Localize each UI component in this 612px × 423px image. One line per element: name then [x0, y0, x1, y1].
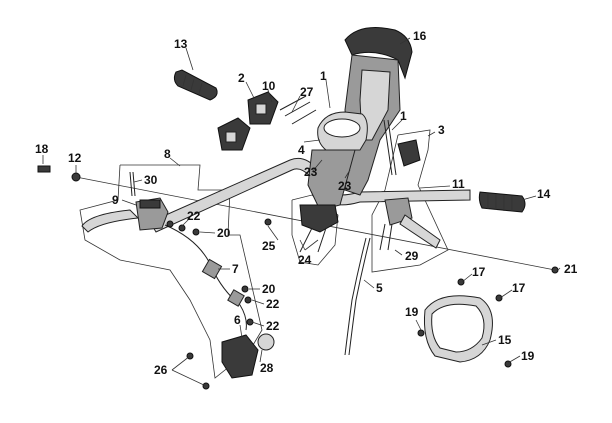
callout-15: 15: [498, 333, 512, 347]
callout-labels: 13 2 10 1 27 16 1 3 4 11 14 12 18 8 30 9…: [35, 29, 578, 377]
callout-24: 24: [298, 253, 312, 267]
meter-face-part: [323, 118, 361, 138]
callout-6: 6: [234, 313, 241, 327]
right-switch-part: [397, 139, 421, 167]
bolt-30: [129, 171, 133, 197]
callout-17a: 17: [472, 265, 486, 279]
callout-3: 3: [438, 123, 445, 137]
callout-9: 9: [112, 193, 119, 207]
callout-29: 29: [405, 249, 419, 263]
callout-23b: 23: [338, 179, 352, 193]
callout-1a: 1: [320, 69, 327, 83]
bolt-21: [551, 266, 559, 274]
switch-screw-b: [284, 101, 311, 117]
callout-7: 7: [232, 262, 239, 276]
left-group-boundary: [79, 164, 263, 379]
callout-21: 21: [564, 262, 578, 276]
left-caliper-part: [221, 334, 259, 379]
callout-11: 11: [452, 177, 465, 191]
callout-30: 30: [144, 173, 158, 187]
callout-19b: 19: [521, 349, 535, 363]
callout-5: 5: [376, 281, 383, 295]
callout-17b: 17: [512, 281, 526, 295]
bolt-25: [264, 218, 272, 226]
switch-screw-a: [279, 95, 307, 111]
bolt-12: [71, 172, 81, 182]
callout-20a: 20: [217, 226, 231, 240]
center-rod-part: [383, 119, 393, 176]
callout-22b: 22: [266, 297, 280, 311]
callout-22c: 22: [266, 319, 280, 333]
left-brake-hose-part: [164, 224, 247, 331]
callout-22a: 22: [187, 209, 201, 223]
callout-4: 4: [298, 143, 305, 157]
right-grip-part: [478, 191, 526, 213]
right-brake-lever-part: [399, 214, 441, 249]
left-brake-lever-part: [81, 209, 140, 233]
left-grip-part: [173, 69, 218, 101]
headlight-lens-part: [431, 303, 485, 353]
bolt-18: [37, 165, 51, 173]
switch-screw-c: [291, 109, 317, 125]
upper-cover-part: [344, 27, 413, 80]
cover-column-inner: [359, 69, 391, 141]
callout-18: 18: [35, 142, 49, 156]
callout-23a: 23: [304, 165, 318, 179]
stem-bolt-b: [317, 227, 327, 253]
callout-16: 16: [413, 29, 427, 43]
callout-25: 25: [262, 239, 276, 253]
callout-12: 12: [68, 151, 82, 165]
callout-28: 28: [260, 361, 274, 375]
callout-2: 2: [238, 71, 245, 85]
right-group-boundary: [371, 129, 449, 273]
callout-1b: 1: [400, 109, 407, 123]
callout-8: 8: [164, 147, 171, 161]
callout-19a: 19: [405, 305, 419, 319]
throttle-cable-part: [344, 237, 367, 356]
callout-20b: 20: [262, 282, 276, 296]
caliper-piston-part: [257, 333, 275, 351]
callout-13: 13: [174, 37, 188, 51]
callout-14: 14: [537, 187, 551, 201]
leader-lines: [42, 37, 561, 387]
stem-bracket-part: [299, 204, 339, 233]
callout-10: 10: [262, 79, 276, 93]
stem-bolt-a: [299, 227, 313, 253]
callout-27: 27: [300, 85, 314, 99]
callout-26: 26: [154, 363, 168, 377]
